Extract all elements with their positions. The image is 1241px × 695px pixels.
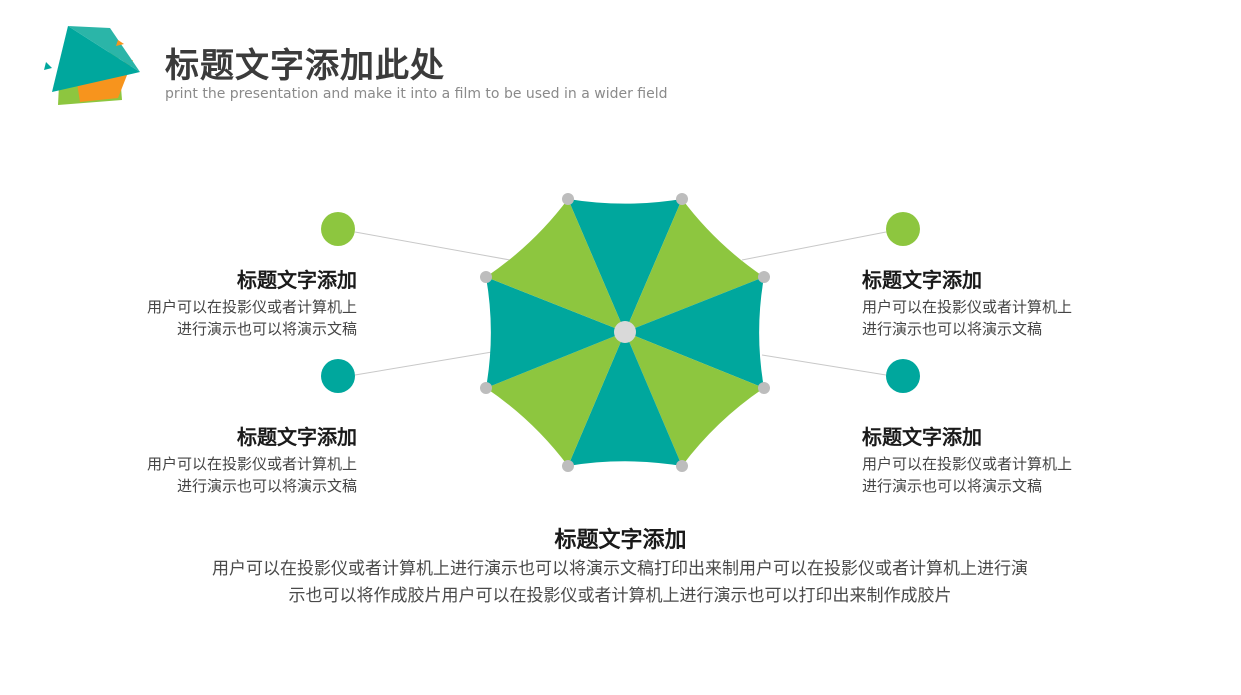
item-text-line: 用户可以在投影仪或者计算机上 (146, 298, 357, 316)
item-text-line: 用户可以在投影仪或者计算机上 (146, 455, 357, 473)
page-title: 标题文字添加此处 (165, 46, 445, 86)
umbrella-diagram (480, 193, 770, 472)
page-subtitle: print the presentation and make it into … (165, 86, 668, 102)
umbrella-segment (568, 332, 682, 466)
item-text-line: 进行演示也可以将演示文稿 (176, 320, 357, 338)
bottom-text-line: 用户可以在投影仪或者计算机上进行演示也可以将演示文稿打印出来制用户可以在投影仪或… (212, 559, 1028, 579)
item-text-line: 进行演示也可以将演示文稿 (862, 320, 1043, 338)
item-text-line: 用户可以在投影仪或者计算机上 (862, 298, 1073, 316)
item-bottom-left: 标题文字添加 用户可以在投影仪或者计算机上 进行演示也可以将演示文稿 (147, 421, 357, 497)
connector-lines (354, 231, 887, 376)
umbrella-tip (676, 193, 688, 205)
umbrella-segment (625, 277, 764, 388)
umbrella-tip (480, 271, 492, 283)
item-bottom-right: 标题文字添加 用户可以在投影仪或者计算机上 进行演示也可以将演示文稿 (862, 421, 1072, 497)
umbrella-segment (486, 277, 625, 388)
umbrella-segment (625, 199, 764, 332)
umbrella-tip (758, 271, 770, 283)
marker-dot-top-left (321, 212, 355, 246)
bottom-text-line: 示也可以将作成胶片用户可以在投影仪或者计算机上进行演示也可以打印出来制作成胶片 (288, 586, 952, 606)
item-text-line: 用户可以在投影仪或者计算机上 (862, 455, 1073, 473)
item-title: 标题文字添加 (862, 268, 982, 292)
marker-dot-bottom-left (321, 359, 355, 393)
marker-dot-top-right (886, 212, 920, 246)
umbrella-tip (562, 460, 574, 472)
umbrella-segment (625, 332, 764, 466)
umbrella-tip (480, 382, 492, 394)
logo-icon (44, 26, 140, 105)
connector-line (741, 231, 887, 261)
umbrella-segment (568, 199, 682, 332)
umbrella-tip (758, 382, 770, 394)
connector-line (354, 231, 511, 261)
connector-line (761, 354, 887, 376)
item-text-line: 进行演示也可以将演示文稿 (176, 477, 357, 495)
bottom-description: 用户可以在投影仪或者计算机上进行演示也可以将演示文稿打印出来制用户可以在投影仪或… (170, 556, 1070, 610)
umbrella-segment (486, 332, 625, 466)
marker-dot-bottom-right (886, 359, 920, 393)
item-title: 标题文字添加 (237, 425, 357, 449)
item-text-line: 进行演示也可以将演示文稿 (862, 477, 1043, 495)
item-title: 标题文字添加 (862, 425, 982, 449)
bottom-title: 标题文字添加 (554, 528, 687, 553)
umbrella-tip (562, 193, 574, 205)
umbrella-hub (614, 321, 636, 343)
item-title: 标题文字添加 (237, 268, 357, 292)
item-top-right: 标题文字添加 用户可以在投影仪或者计算机上 进行演示也可以将演示文稿 (862, 264, 1072, 340)
connector-line (354, 351, 493, 376)
item-top-left: 标题文字添加 用户可以在投影仪或者计算机上 进行演示也可以将演示文稿 (147, 264, 357, 340)
umbrella-segment (486, 199, 625, 332)
umbrella-tip (676, 460, 688, 472)
